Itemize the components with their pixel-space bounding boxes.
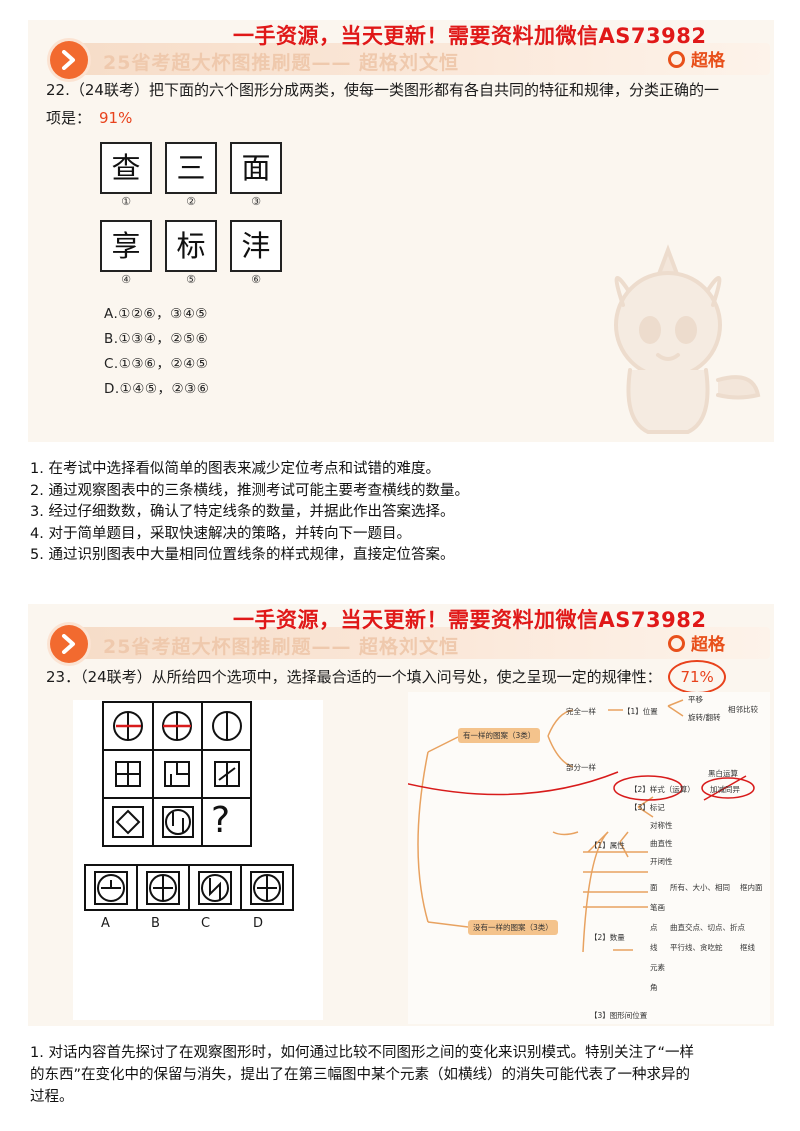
mindmap-count-detail: 平行线、贪吃蛇 [670,943,723,952]
mindmap-attribute-item: 曲直性 [650,839,673,848]
figure-box-1: 查 [100,142,152,194]
option-c[interactable]: C.①③⑥，②④⑤ [104,356,209,372]
answer-label-d[interactable]: D [253,916,264,931]
mindmap-count-item: 面 [650,883,658,892]
mindmap-position-item: 旋转/翻转 [688,713,721,722]
correct-rate-badge: 71% [668,660,726,694]
mindmap-relation: 【3】图形间位置 [590,1011,648,1020]
figure-number-2: ② [186,195,196,208]
mindmap-same-full: 完全一样 [566,707,596,716]
mindmap-same-partial: 部分一样 [566,763,596,772]
figure-number-5: ⑤ [186,273,196,286]
figure-number-4: ④ [121,273,131,286]
brand-g-icon [668,635,685,652]
question-mark-cell: ? [211,800,231,841]
watermark-text: 一手资源，当天更新！需要资料加微信AS73982 [233,608,707,632]
mindmap-style-item: 加减同异 [710,785,740,794]
banner-subtitle: 25省考超大杯图推刷题—— 超格刘文恒 [103,52,460,74]
mindmap-position: 【1】位置 [623,707,658,716]
course-banner: 25省考超大杯图推刷题—— 超格刘文恒 超格 [28,28,774,79]
figure-number-1: ① [121,195,131,208]
mindmap-count-item: 点 [650,923,658,932]
mindmap-position-compare: 相邻比较 [728,705,758,714]
answer-label-c[interactable]: C [201,916,211,931]
note-22-item: 2. 通过观察图表中的三条横线，推测考试可能主要考查横线的数量。 [30,482,469,499]
mindmap-count-extra: 框线 [740,943,755,952]
banner-bar [58,43,770,75]
brand-name: 超格 [691,51,725,71]
brand-g-icon [668,51,685,68]
pattern-grid-svg [84,701,294,911]
mindmap-root-diff: 没有一样的图案（3类） [468,920,558,935]
note-22-item: 4. 对于简单题目，采取快速解决的策略，并转向下一题目。 [30,525,411,542]
next-arrow-icon[interactable] [50,625,88,663]
course-banner: 25省考超大杯图推刷题—— 超格刘文恒 超格 [28,612,774,663]
mindmap-mark: 【3】标记 [630,803,665,812]
banner-bar [58,627,770,659]
note-22-item: 5. 通过识别图表中大量相同位置线条的样式规律，直接定位答案。 [30,547,455,563]
banner-subtitle: 25省考超大杯图推刷题—— 超格刘文恒 [103,636,460,658]
mindmap-figure: 有一样的图案（3类） 没有一样的图案（3类） 完全一样 部分一样 【1】位置 平… [408,692,770,1024]
figure-number-3: ③ [251,195,261,208]
mindmap-attribute-item: 开闭性 [650,857,673,866]
unicorn-mascot-watermark [614,244,761,434]
note-22-item: 3. 经过仔细数数，确认了特定线条的数量，并据此作出答案选择。 [30,504,455,520]
mindmap-position-item: 平移 [688,695,703,704]
option-d[interactable]: D.①④⑤，②③⑥ [104,381,210,397]
figure-box-3: 面 [230,142,282,194]
figure-number-6: ⑥ [251,273,261,286]
option-a[interactable]: A.①②⑥，③④⑤ [104,306,208,322]
brand-logo: 超格 [668,46,725,71]
mindmap-count-item: 笔画 [650,903,665,912]
option-b[interactable]: B.①③④，②⑤⑥ [104,331,209,347]
question-22-card: 25省考超大杯图推刷题—— 超格刘文恒 超格 一手资源，当天更新！需要资料加微信… [28,20,774,442]
figure-box-2: 三 [165,142,217,194]
mindmap-count-item: 元素 [650,963,665,972]
question-23-text: 23．（24联考）从所给四个选项中，选择最合适的一个填入问号处，使之呈现一定的规… [46,660,726,694]
correct-rate-badge: 91% [99,109,133,127]
answer-label-b[interactable]: B [151,916,160,931]
mindmap-count-detail: 所有、大小、相同 [670,883,730,892]
mindmap-count-item: 线 [650,943,658,952]
answer-label-a[interactable]: A [101,916,110,931]
figure-box-4: 享 [100,220,152,272]
watermark-text: 一手资源，当天更新！需要资料加微信AS73982 [233,24,707,48]
question-22-line1: 22.（24联考）把下面的六个图形分成两类，使每一类图形都有各自共同的特征和规律… [46,81,719,99]
mindmap-count-item: 角 [650,983,658,992]
mindmap-count-extra: 框内面 [740,883,763,892]
mindmap-style-item: 黑白运算 [708,769,738,778]
pattern-puzzle-figure: ? A B C D [73,700,323,1020]
figure-box-5: 标 [165,220,217,272]
mindmap-attribute: 【1】属性 [590,841,625,850]
mindmap-style: 【2】样式（运算） [630,785,695,794]
mindmap-lines [408,699,755,953]
note-23-line: 过程。 [30,1089,74,1105]
note-23-line: 的东西”在变化中的保留与消失，提出了在第三幅图中某个元素（如横线）的消失可能代表… [30,1067,691,1083]
question-22-line2: 项是： [46,109,92,127]
mindmap-attribute-item: 对称性 [650,821,673,830]
mindmap-root-same: 有一样的图案（3类） [458,728,541,743]
brand-logo: 超格 [668,630,725,655]
mindmap-count-detail: 曲直交点、切点、折点 [670,923,745,932]
brand-name: 超格 [691,635,725,655]
note-22-item: 1. 在考试中选择看似简单的图表来减少定位考点和试错的难度。 [30,461,440,477]
note-23-line: 1. 对话内容首先探讨了在观察图形时，如何通过比较不同图形之间的变化来识别模式。… [30,1045,694,1061]
next-arrow-icon[interactable] [50,41,88,79]
notes-22: 1. 在考试中选择看似简单的图表来减少定位考点和试错的难度。 2. 通过观察图表… [30,459,469,567]
figure-box-6: 沣 [230,220,282,272]
question-23-card: 25省考超大杯图推刷题—— 超格刘文恒 超格 一手资源，当天更新！需要资料加微信… [28,604,774,1026]
question-22-text: 22.（24联考）把下面的六个图形分成两类，使每一类图形都有各自共同的特征和规律… [46,76,719,132]
mindmap-count: 【2】数量 [590,933,625,942]
question-23-line: 23．（24联考）从所给四个选项中，选择最合适的一个填入问号处，使之呈现一定的规… [46,668,662,686]
notes-23: 1. 对话内容首先探讨了在观察图形时，如何通过比较不同图形之间的变化来识别模式。… [30,1042,770,1108]
